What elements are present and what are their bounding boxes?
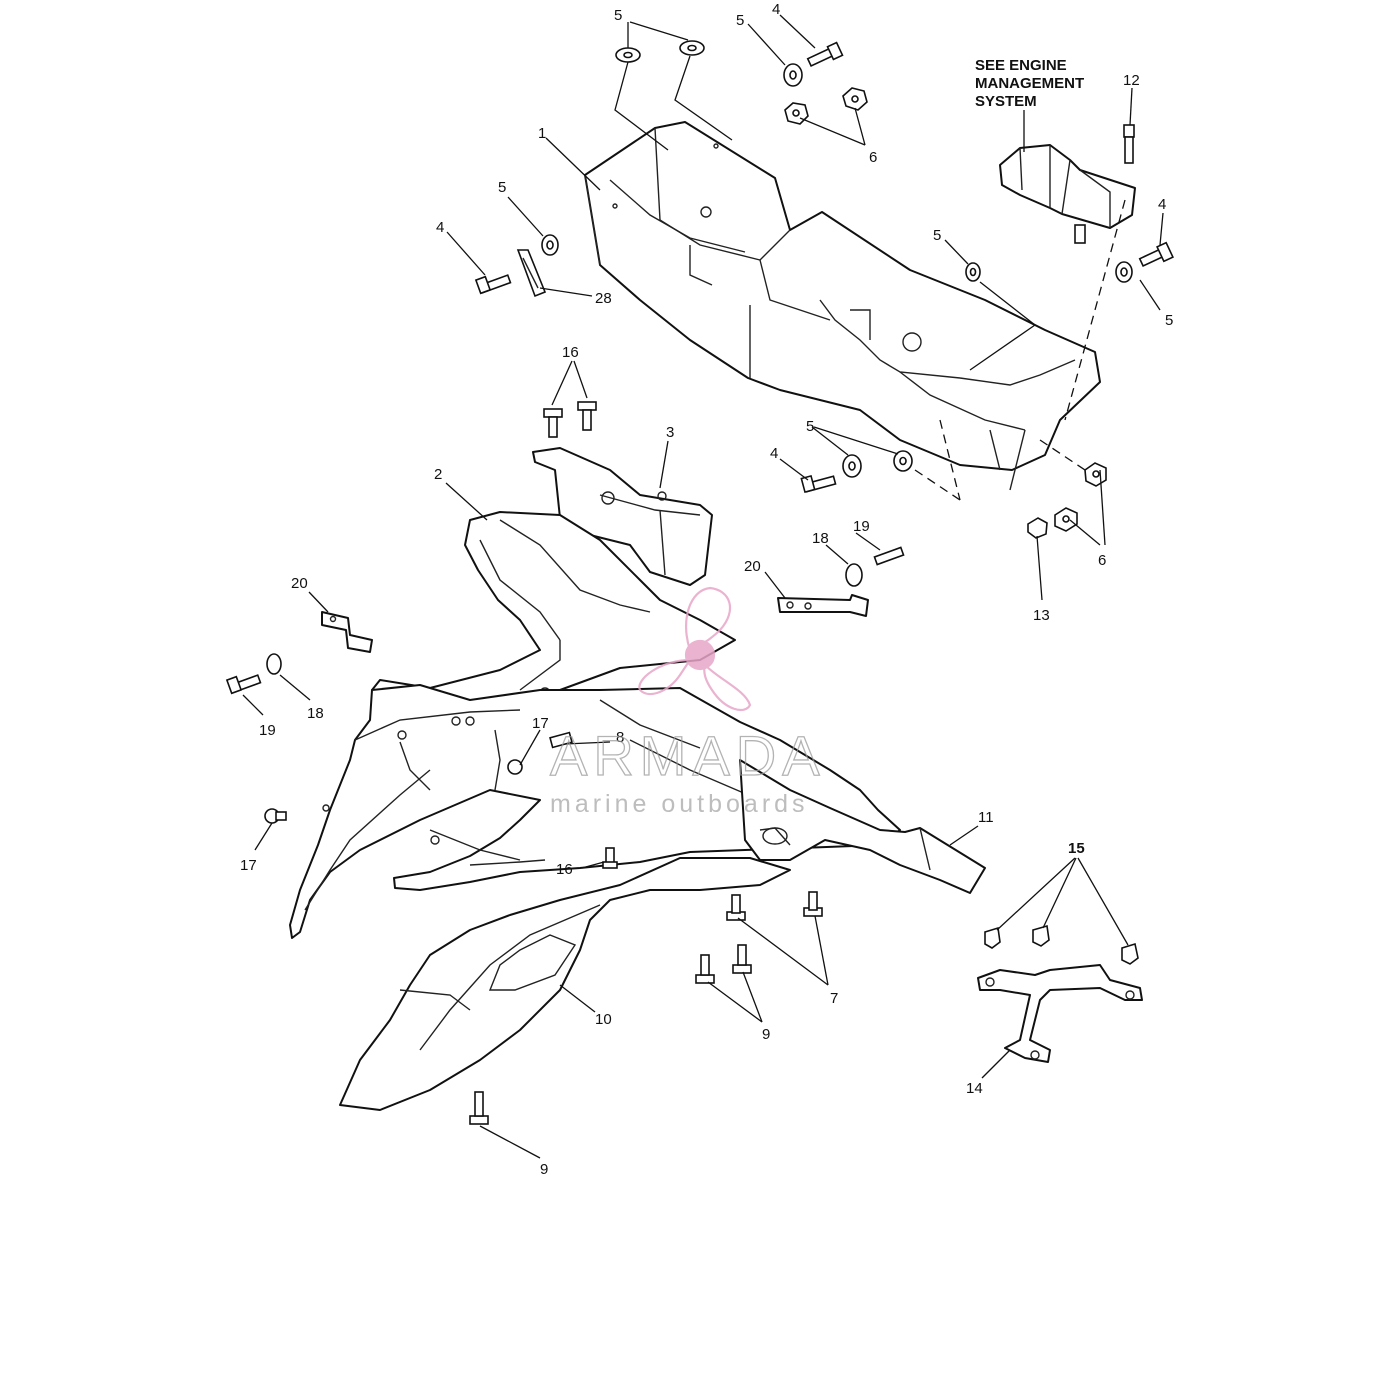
screw-9 bbox=[695, 954, 715, 984]
screw-16 bbox=[602, 847, 618, 869]
bolt-4 bbox=[806, 41, 844, 68]
screw-9 bbox=[469, 1091, 489, 1125]
callout-18: 18 bbox=[307, 705, 324, 722]
callout-6: 6 bbox=[869, 149, 877, 166]
nut-6 bbox=[1084, 462, 1107, 487]
callout-16: 16 bbox=[556, 861, 573, 878]
nut-6 bbox=[1054, 507, 1078, 532]
screw-7 bbox=[726, 894, 746, 921]
watermark-name: ARMADA bbox=[550, 724, 826, 787]
callout-12: 12 bbox=[1123, 72, 1140, 89]
callout-5: 5 bbox=[736, 12, 744, 29]
callout-20: 20 bbox=[744, 558, 761, 575]
part-14-bracket bbox=[977, 964, 1143, 1063]
propeller-logo bbox=[638, 586, 752, 712]
callout-16: 16 bbox=[562, 344, 579, 361]
callout-17: 17 bbox=[532, 715, 549, 732]
watermark-subtitle: marine outboards bbox=[550, 790, 809, 818]
washer-5 bbox=[893, 450, 913, 472]
washer-18 bbox=[266, 653, 282, 675]
assembly-line bbox=[939, 419, 961, 501]
note-line-3: SYSTEM bbox=[975, 93, 1037, 110]
callout-4: 4 bbox=[772, 1, 780, 18]
callout-5: 5 bbox=[614, 7, 622, 24]
callout-15: 15 bbox=[1068, 840, 1085, 857]
callout-5: 5 bbox=[806, 418, 814, 435]
nut-13 bbox=[1027, 517, 1048, 539]
assembly-line bbox=[1064, 199, 1126, 421]
bolt-19 bbox=[873, 546, 905, 566]
part-10-lower-panel bbox=[339, 857, 791, 1111]
part-3-bracket bbox=[532, 447, 713, 586]
callout-5: 5 bbox=[1165, 312, 1173, 329]
washer-18 bbox=[845, 563, 863, 587]
screw-17 bbox=[507, 759, 523, 775]
callout-18: 18 bbox=[812, 530, 829, 547]
screw-16 bbox=[543, 408, 563, 438]
callout-2: 2 bbox=[434, 466, 442, 483]
part-8-side-panel bbox=[289, 684, 901, 939]
nut-6 bbox=[842, 87, 868, 111]
washer-5 bbox=[541, 234, 559, 256]
note-line-2: MANAGEMENT bbox=[975, 75, 1084, 92]
washer-5 bbox=[1115, 261, 1133, 283]
callout-13: 13 bbox=[1033, 607, 1050, 624]
bolt-12 bbox=[1123, 124, 1135, 164]
callout-6: 6 bbox=[1098, 552, 1106, 569]
callout-4: 4 bbox=[770, 445, 778, 462]
callout-7: 7 bbox=[830, 990, 838, 1007]
screw-9 bbox=[732, 944, 752, 974]
part-20-bracket-right bbox=[777, 594, 869, 617]
leader-lines bbox=[242, 14, 1164, 1159]
callout-28: 28 bbox=[595, 290, 612, 307]
part-11-rear-cowl bbox=[739, 759, 986, 894]
callout-9: 9 bbox=[540, 1161, 548, 1178]
bolt-4 bbox=[800, 474, 837, 494]
clip-15 bbox=[1032, 924, 1050, 947]
part-20-bracket-left bbox=[321, 611, 373, 653]
clip-15 bbox=[984, 926, 1001, 949]
callout-5: 5 bbox=[498, 179, 506, 196]
callout-3: 3 bbox=[666, 424, 674, 441]
callout-4: 4 bbox=[1158, 196, 1166, 213]
note-line-1: SEE ENGINE bbox=[975, 57, 1067, 74]
washer-5 bbox=[615, 47, 641, 63]
part-1-undertray bbox=[584, 121, 1101, 491]
callout-10: 10 bbox=[595, 1011, 612, 1028]
clip-28 bbox=[516, 249, 547, 298]
callout-19: 19 bbox=[853, 518, 870, 535]
assembly-line bbox=[914, 469, 961, 501]
screw-16 bbox=[577, 401, 597, 431]
watermark: ARMADA marine outboards bbox=[549, 586, 826, 818]
callout-4: 4 bbox=[436, 219, 444, 236]
screw-17 bbox=[264, 808, 287, 824]
assembly-line bbox=[1039, 439, 1086, 471]
washer-5 bbox=[679, 40, 705, 56]
washer-5 bbox=[965, 262, 981, 282]
callout-14: 14 bbox=[966, 1080, 983, 1097]
callout-19: 19 bbox=[259, 722, 276, 739]
callout-1: 1 bbox=[538, 125, 546, 142]
screw-7 bbox=[803, 891, 823, 917]
washer-5 bbox=[783, 63, 803, 87]
nut-6 bbox=[784, 102, 809, 125]
bolt-4 bbox=[474, 274, 512, 295]
callout-17: 17 bbox=[240, 857, 257, 874]
callout-9: 9 bbox=[762, 1026, 770, 1043]
callout-5: 5 bbox=[933, 227, 941, 244]
bolt-19 bbox=[225, 674, 262, 695]
callout-11: 11 bbox=[978, 809, 994, 826]
callout-8: 8 bbox=[616, 729, 624, 746]
bolt-4 bbox=[1138, 241, 1174, 268]
clip-15 bbox=[1121, 942, 1139, 965]
engine-management-sensor bbox=[999, 144, 1136, 244]
callout-20: 20 bbox=[291, 575, 308, 592]
washer-5 bbox=[842, 454, 862, 478]
